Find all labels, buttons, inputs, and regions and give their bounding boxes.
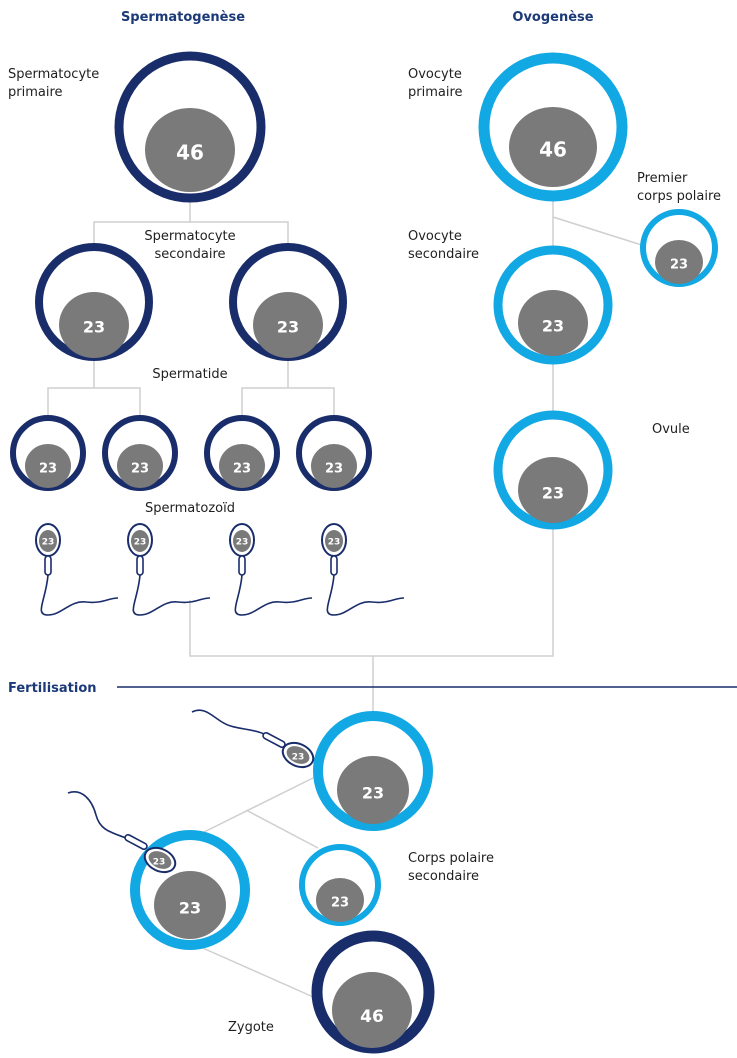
spermatid-3: 23 <box>204 415 280 491</box>
label-primary-spermatocyte-line1: Spermatocyte <box>8 67 99 82</box>
header-spermatogenesis: Spermatogenèse <box>121 10 245 25</box>
first-polar-body: 23 <box>640 209 718 287</box>
label-first-polar-body-line1: Premier <box>637 171 688 186</box>
label-secondary-oocyte-line2: secondaire <box>408 247 479 262</box>
label-primary-oocyte-line1: Ovocyte <box>408 67 462 82</box>
sperm-1: 23 <box>35 523 119 616</box>
spermatid-4: 23 <box>296 415 372 491</box>
label-zygote: Zygote <box>228 1020 274 1035</box>
count-zygote: 46 <box>360 1007 384 1027</box>
count-spermatid-4: 23 <box>325 462 343 477</box>
count-fert-sperm-left: 23 <box>153 858 166 868</box>
second-polar-body: 23 <box>299 844 381 926</box>
zygote: 46 <box>311 930 435 1054</box>
label-primary-oocyte-line2: primaire <box>408 85 463 100</box>
count-secondary-spermatocyte-right: 23 <box>277 318 299 337</box>
count-first-polar-body: 23 <box>670 258 688 273</box>
count-sperm-4: 23 <box>328 538 341 548</box>
secondary-spermatocyte-left: 23 <box>35 243 153 361</box>
primary-spermatocyte: 46 <box>114 51 266 203</box>
primary-oocyte: 46 <box>478 52 628 202</box>
label-second-polar-body-line1: Corps polaire <box>408 851 494 866</box>
sperm-4: 23 <box>321 523 405 616</box>
count-secondary-oocyte: 23 <box>542 317 564 336</box>
ovum: 23 <box>493 410 613 530</box>
count-second-polar-body: 23 <box>331 896 349 911</box>
sperm-entering-left: 23 <box>67 791 177 874</box>
sperm-3: 23 <box>229 523 313 616</box>
count-sperm-3: 23 <box>236 538 249 548</box>
count-fert-sperm-top: 23 <box>292 753 305 763</box>
count-spermatid-3: 23 <box>233 462 251 477</box>
count-sperm-1: 23 <box>42 538 55 548</box>
secondary-oocyte: 23 <box>493 245 613 365</box>
label-spermatid: Spermatide <box>152 367 227 382</box>
label-second-polar-body-line2: secondaire <box>408 869 479 884</box>
count-spermatid-1: 23 <box>39 462 57 477</box>
header-fertilisation: Fertilisation <box>8 681 97 696</box>
sperm-2: 23 <box>127 523 211 616</box>
fertilised-oocyte: 23 <box>313 711 433 831</box>
count-primary-oocyte: 46 <box>539 138 567 162</box>
label-secondary-oocyte-line1: Ovocyte <box>408 229 462 244</box>
label-secondary-spermatocyte-line2: secondaire <box>155 247 226 262</box>
spermatid-2: 23 <box>102 415 178 491</box>
count-fert-egg-nucleus: 23 <box>179 899 201 918</box>
secondary-spermatocyte-right: 23 <box>229 243 347 361</box>
count-fert-oocyte: 23 <box>362 784 384 803</box>
label-first-polar-body-line2: corps polaire <box>637 189 721 204</box>
label-spermatozoon: Spermatozoïd <box>145 501 235 516</box>
label-ovum: Ovule <box>652 422 690 437</box>
count-primary-spermatocyte: 46 <box>176 141 204 165</box>
count-sperm-2: 23 <box>134 538 147 548</box>
header-oogenesis: Ovogenèse <box>512 10 593 25</box>
connector-lines <box>47 188 649 1001</box>
label-secondary-spermatocyte-line1: Spermatocyte <box>144 229 235 244</box>
count-spermatid-2: 23 <box>131 462 149 477</box>
label-primary-spermatocyte-line2: primaire <box>8 85 63 100</box>
sperm-entering-top: 23 <box>191 709 315 769</box>
spermatid-1: 23 <box>10 415 86 491</box>
count-ovum: 23 <box>542 484 564 503</box>
count-secondary-spermatocyte-left: 23 <box>83 318 105 337</box>
